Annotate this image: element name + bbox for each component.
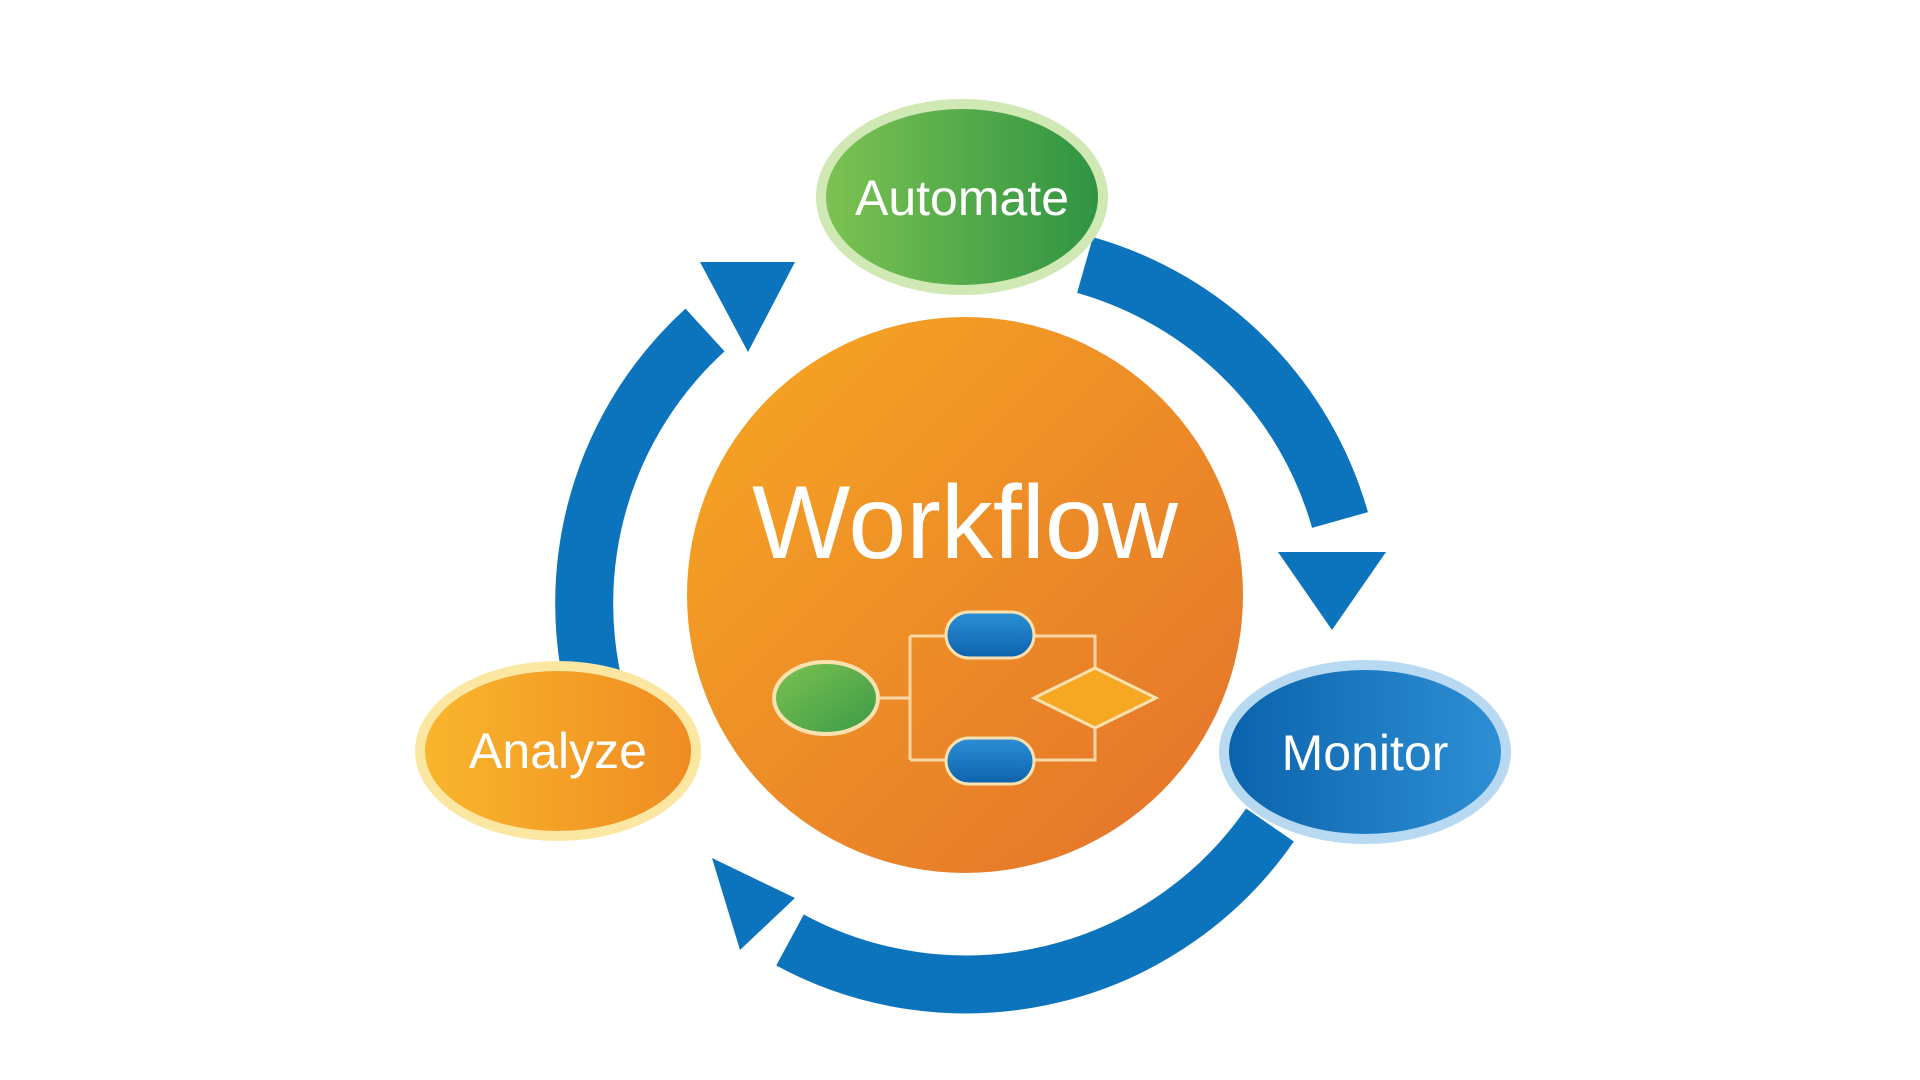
flowchart-process-top [944,610,1036,660]
analyze-ellipse [425,671,691,831]
node-monitor: Monitor [1219,660,1511,844]
cycle-arrows [555,237,1386,1014]
node-automate: Automate [816,99,1108,295]
arrow-head-automate [700,262,795,352]
flowchart-icon [772,610,1160,786]
arrow-monitor-to-analyze [776,808,1294,1014]
flowchart-decision-node [1030,666,1160,730]
center-hub: Workflow [687,317,1243,873]
analyze-label: Analyze [469,723,647,779]
flowchart-connectors [878,634,1097,762]
monitor-label: Monitor [1282,725,1449,781]
automate-label: Automate [855,170,1069,226]
center-title: Workflow [752,465,1179,581]
arrow-head-monitor [1278,552,1386,630]
automate-ellipse [826,109,1098,285]
arrow-analyze-to-automate [555,308,725,708]
arrow-head-analyze [712,858,795,950]
monitor-ellipse [1229,670,1501,834]
flowchart-start-node [772,660,880,736]
arrow-automate-to-monitor [1076,237,1368,529]
center-circle [687,317,1243,873]
node-analyze: Analyze [415,661,701,841]
flowchart-process-bottom [944,736,1036,786]
